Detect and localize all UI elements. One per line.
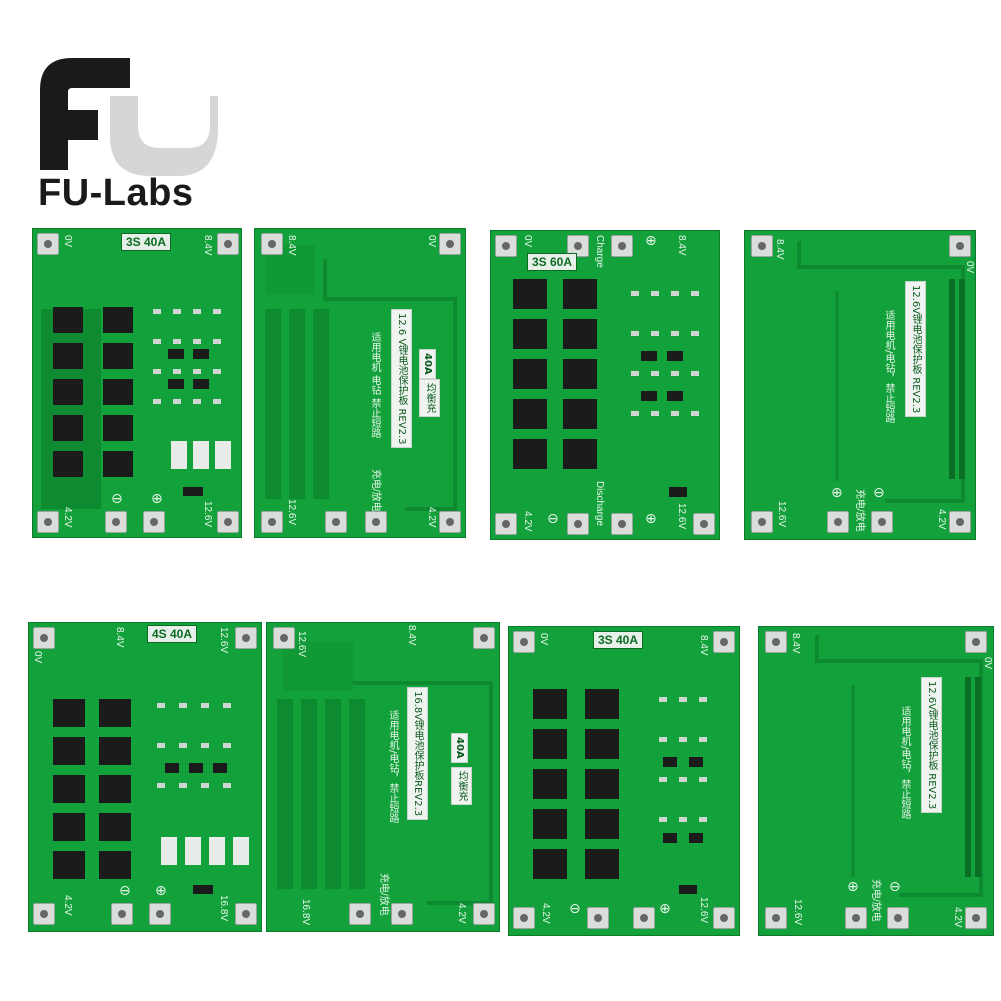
voltage-label: 8.4V — [114, 627, 125, 648]
plus-icon: ⊕ — [645, 233, 657, 249]
pcb-board-back-3s-40a: 8.4V 0V 12.6V 4.2V 12.6 V锂电池保护板 REV2.3 适… — [254, 228, 466, 538]
pcb-board-back-3s-60a: 8.4V 0V 12.6V 4.2V 12.6V锂电池保护板 REV2.3 适用… — [744, 230, 976, 540]
charge-label: Charge — [594, 235, 605, 268]
current-label: 40A — [419, 349, 436, 379]
voltage-label: 8.4V — [286, 235, 297, 256]
discharge-label: Discharge — [594, 481, 605, 527]
voltage-label: 12.6V — [676, 503, 687, 530]
voltage-label: 4.2V — [952, 907, 963, 928]
spec-label: 3S 60A — [527, 253, 578, 271]
voltage-label: 0V — [32, 651, 43, 664]
voltage-label: 0V — [982, 657, 993, 670]
current-sub-label: 均衡充 — [419, 379, 440, 417]
current-sub-label: 均衡充 — [451, 767, 472, 805]
charge-label: 充电/放电 — [870, 879, 881, 922]
fu-labs-logo-icon — [40, 58, 218, 176]
voltage-label: 4.2V — [540, 903, 551, 924]
voltage-label: 8.4V — [676, 235, 687, 256]
warning-label: 12.6V锂电池保护板 REV2.3 — [921, 677, 942, 814]
pcb-traces — [265, 245, 457, 511]
brand-name: FU-Labs — [38, 172, 194, 214]
warning-label: 16.8V锂电池保护板REV2.3 — [407, 687, 428, 821]
minus-icon: ⊖ — [111, 491, 123, 507]
voltage-label: 4.2V — [62, 895, 73, 916]
charge-label: 充电/放电 — [370, 469, 381, 512]
pcb-traces — [277, 641, 493, 905]
pcb-board-front-3s-60a: 3S 60A 0V Charge 8.4V 4.2V Discharge 12.… — [490, 230, 720, 540]
minus-icon: ⊖ — [889, 879, 901, 895]
warning-label: 12.6V锂电池保护板 REV2.3 — [905, 281, 926, 418]
plus-icon: ⊕ — [155, 883, 167, 899]
voltage-label: 16.8V — [300, 899, 311, 926]
pcb-traces — [797, 241, 965, 503]
charge-label: 充电/放电 — [854, 489, 865, 532]
pcb-traces — [815, 635, 983, 897]
voltage-label: 12.6V — [218, 627, 229, 654]
warning-sub-label: 适用电机 电钻 禁止短路 — [369, 332, 380, 439]
voltage-label: 4.2V — [522, 511, 533, 532]
voltage-label: 0V — [538, 633, 549, 646]
pcb-circuitry — [513, 279, 699, 497]
current-label: 40A — [451, 733, 468, 763]
pcb-circuitry — [533, 689, 707, 894]
spec-label: 3S 40A — [593, 631, 644, 649]
voltage-label: 4.2V — [456, 903, 467, 924]
warning-sub-label: 适用电机/电钻，禁止短路 — [883, 310, 894, 424]
voltage-label: 8.4V — [774, 239, 785, 260]
pcb-board-front-4s-40a: 4S 40A 0V 8.4V 12.6V 4.2V 16.8V ⊖ ⊕ — [28, 622, 262, 932]
voltage-label: 0V — [964, 261, 975, 274]
plus-icon: ⊕ — [847, 879, 859, 895]
voltage-label: 8.4V — [698, 635, 709, 656]
voltage-label: 12.6V — [698, 897, 709, 924]
plus-icon: ⊕ — [659, 901, 671, 917]
voltage-label: 12.6V — [776, 501, 787, 528]
charge-label: 充电/放电 — [378, 873, 389, 916]
minus-icon: ⊖ — [119, 883, 131, 899]
warning-label: 12.6 V锂电池保护板 REV2.3 — [391, 309, 412, 449]
pcb-circuitry — [41, 307, 231, 509]
voltage-label: 4.2V — [426, 507, 437, 528]
voltage-label: 12.6V — [286, 499, 297, 526]
plus-icon: ⊕ — [151, 491, 163, 507]
voltage-label: 0V — [522, 235, 533, 248]
minus-icon: ⊖ — [547, 511, 559, 527]
voltage-label: 8.4V — [202, 235, 213, 256]
plus-icon: ⊕ — [645, 511, 657, 527]
voltage-label: 4.2V — [62, 507, 73, 528]
voltage-label: 12.6V — [202, 501, 213, 528]
pcb-board-front-3s-40a-variant: 3S 40A 0V 8.4V 4.2V 12.6V ⊖ ⊕ — [508, 626, 740, 936]
voltage-label: 16.8V — [218, 895, 229, 922]
plus-icon: ⊕ — [831, 485, 843, 501]
pcb-circuitry — [53, 699, 249, 894]
pcb-board-back-4s-40a: 12.6V 8.4V 16.8V 4.2V 16.8V锂电池保护板REV2.3 … — [266, 622, 500, 932]
spec-label: 3S 40A — [121, 233, 172, 251]
minus-icon: ⊖ — [569, 901, 581, 917]
warning-sub-label: 适用电机/电钻，禁止短路 — [899, 706, 910, 820]
pcb-board-back-3s-variant: 8.4V 0V 12.6V 4.2V 12.6V锂电池保护板 REV2.3 适用… — [758, 626, 994, 936]
voltage-label: 0V — [426, 235, 437, 248]
voltage-label: 4.2V — [936, 509, 947, 530]
voltage-label: 12.6V — [296, 631, 307, 658]
voltage-label: 0V — [62, 235, 73, 248]
voltage-label: 8.4V — [790, 633, 801, 654]
warning-sub-label: 适用电机/电钻，禁止短路 — [387, 710, 398, 824]
minus-icon: ⊖ — [873, 485, 885, 501]
voltage-label: 12.6V — [792, 899, 803, 926]
voltage-label: 8.4V — [406, 625, 417, 646]
spec-label: 4S 40A — [147, 625, 198, 643]
pcb-board-front-3s-40a: 3S 40A 0V 8.4V 4.2V 12.6V ⊖ ⊕ — [32, 228, 242, 538]
